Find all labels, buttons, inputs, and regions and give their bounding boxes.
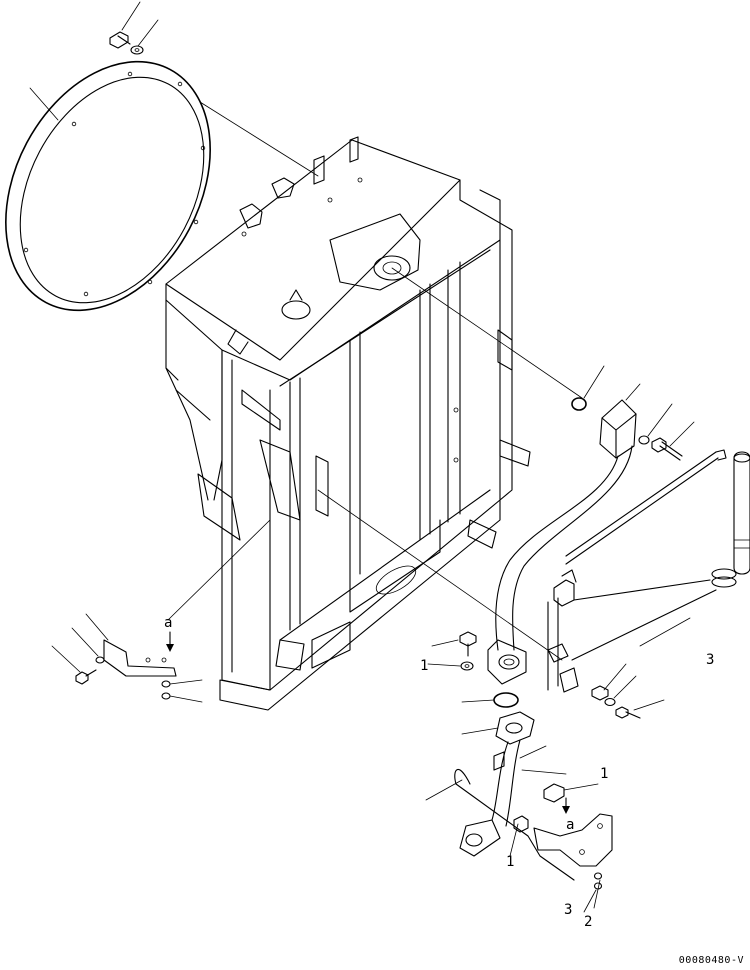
clamp (493, 745, 599, 857)
o-ring-lower (461, 692, 519, 708)
callout-1-right: 1 (600, 766, 608, 782)
callout-a-left: a (164, 615, 172, 631)
fan-shroud-ring (5, 60, 319, 312)
callout-3-right: 3 (706, 652, 714, 668)
bolt-washer-top (109, 1, 159, 55)
callout-3-bottom: 3 (564, 902, 572, 918)
bolt-set-upper-right (638, 403, 695, 461)
callout-1-mid: 1 (420, 658, 428, 674)
callout-2-bottom: 2 (584, 914, 592, 930)
callout-1-lower: 1 (506, 854, 514, 870)
drawing-code: 00080480-V (678, 955, 744, 966)
bracket-right (533, 813, 613, 913)
bolt-washer-mid (427, 631, 477, 671)
reservoir-tank (711, 451, 750, 588)
ref-arrow-right (562, 797, 570, 814)
water-pipe-upper (487, 445, 633, 685)
ref-arrow-left (166, 631, 174, 652)
callout-a-right: a (566, 817, 574, 833)
radiator-frame-assembly (165, 136, 583, 711)
elbow-hose (599, 383, 641, 459)
bracket-left (51, 613, 203, 703)
o-ring-upper (571, 365, 605, 411)
bracket-rod (547, 449, 727, 693)
water-pipe-lower (425, 711, 575, 881)
bolt-set-lower-right (591, 663, 665, 719)
